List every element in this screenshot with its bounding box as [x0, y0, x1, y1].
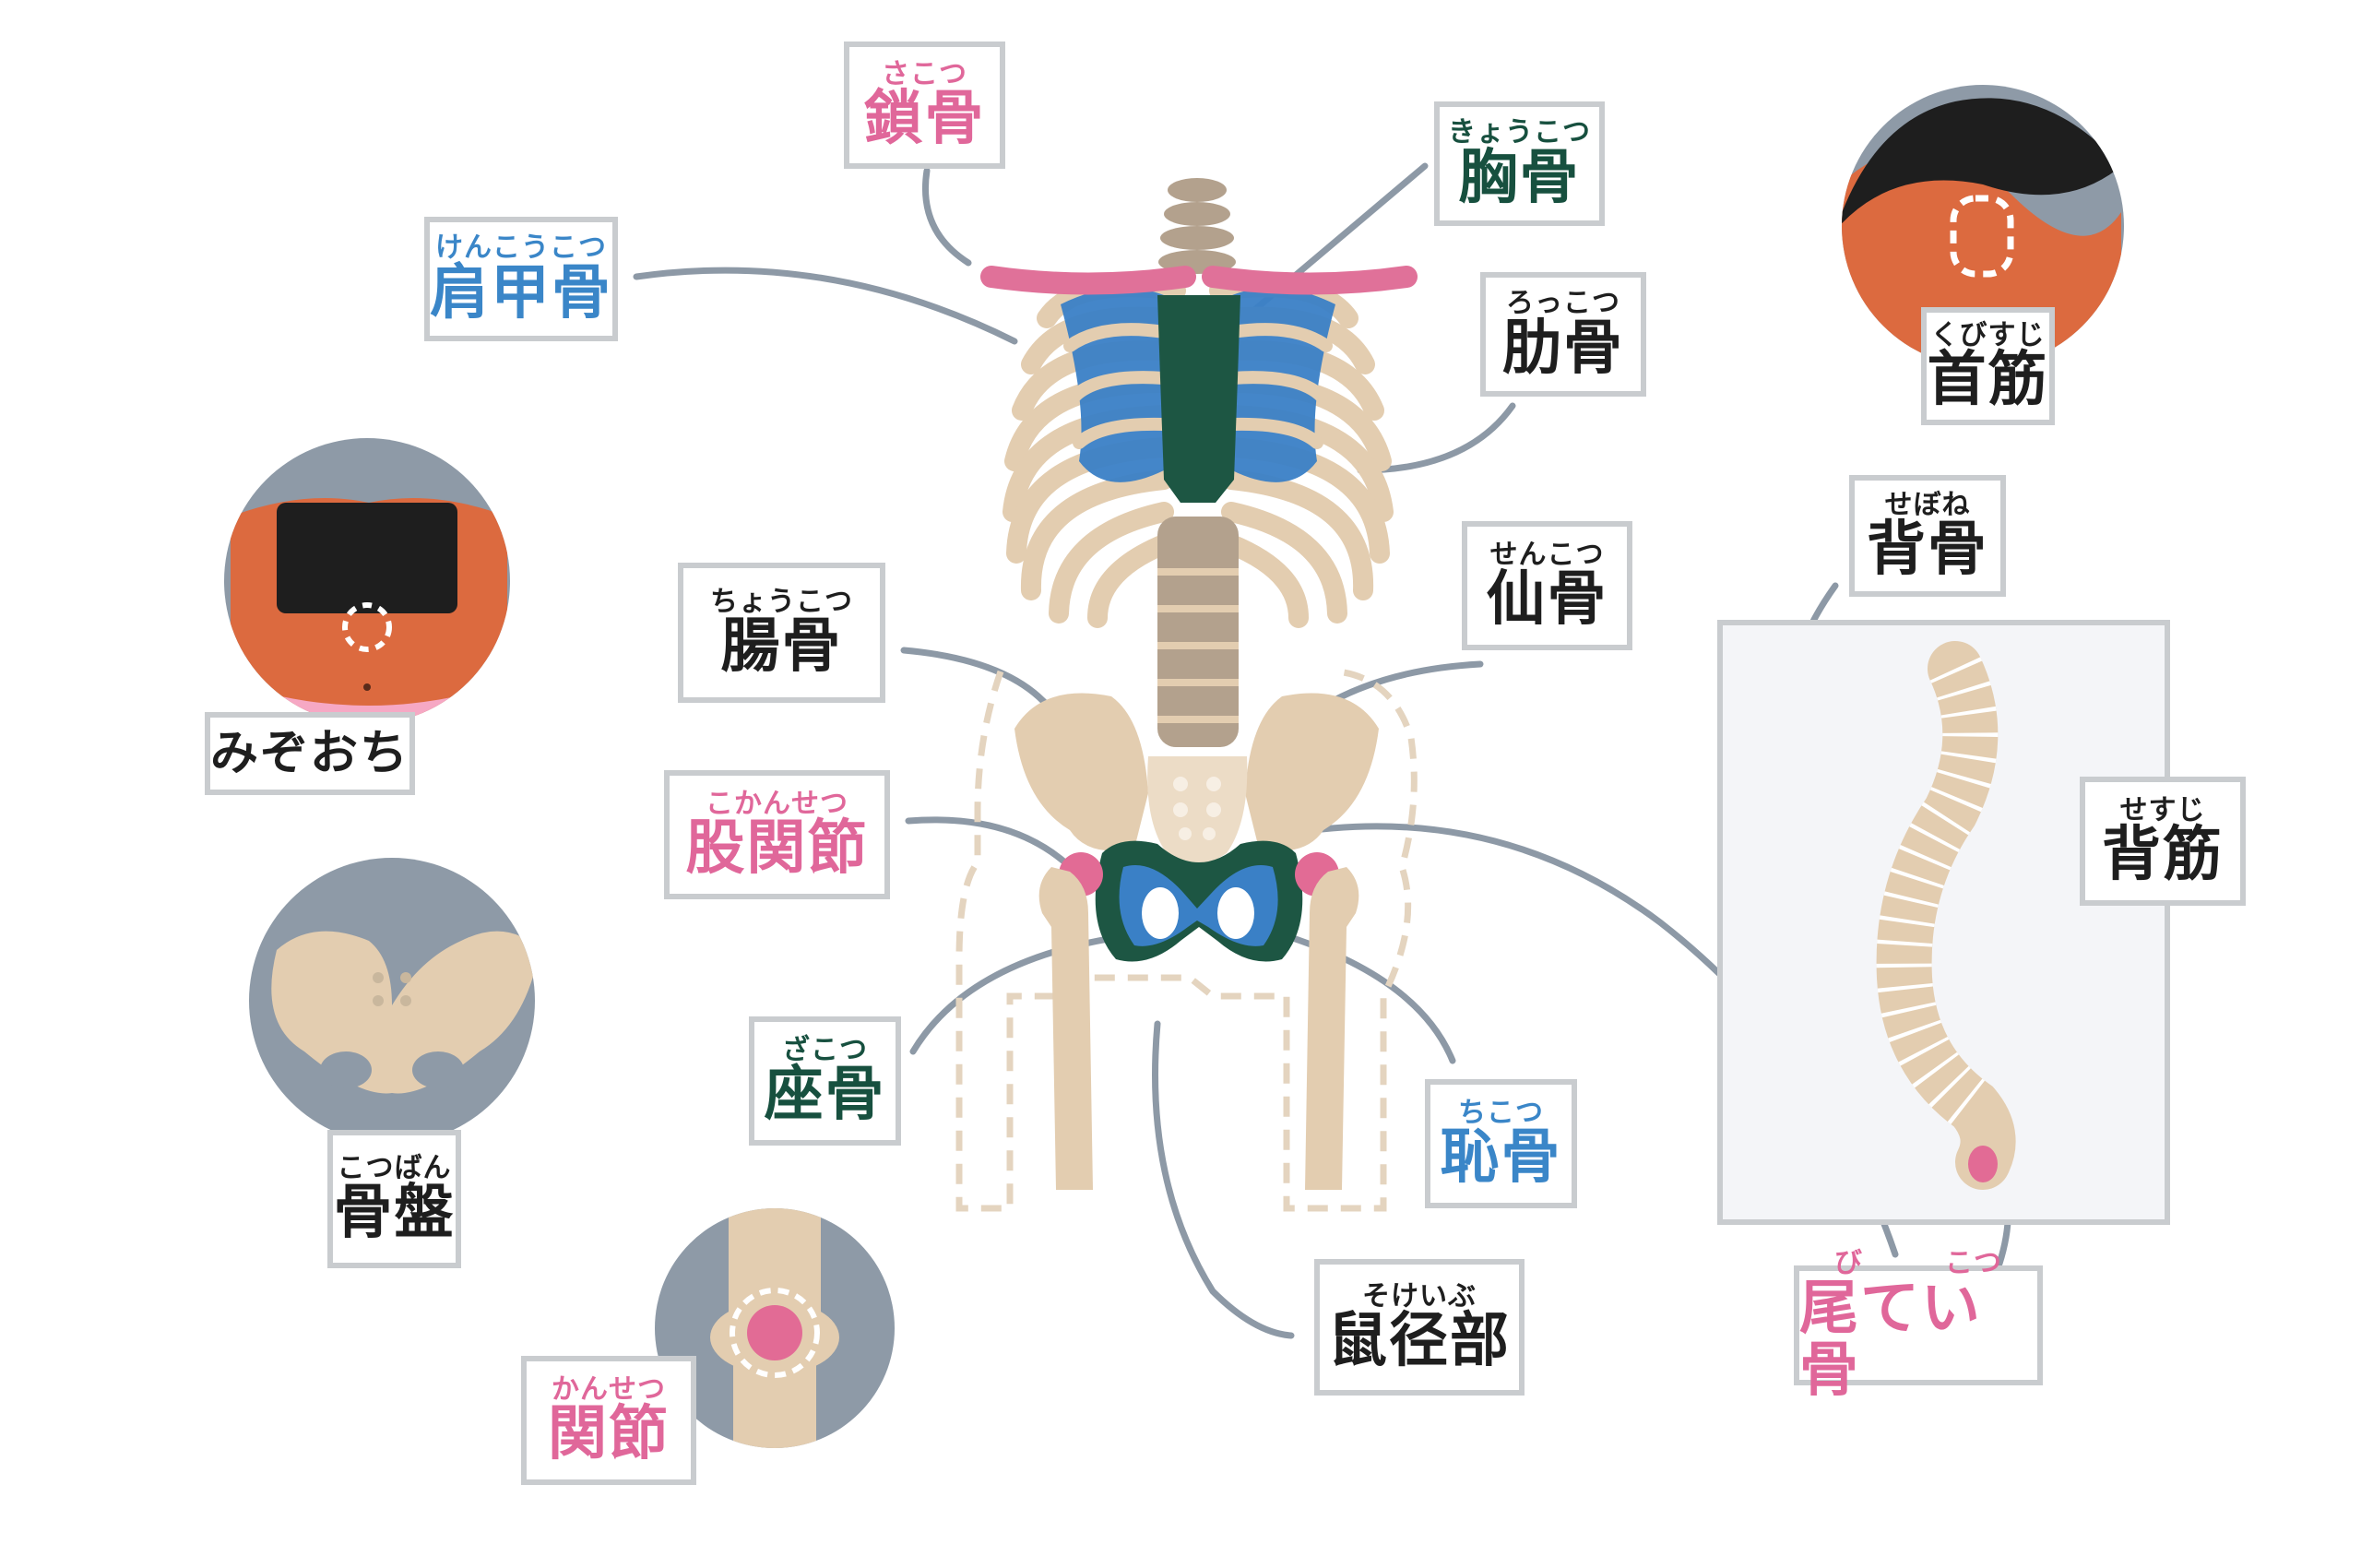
label-clavicle-kanji: 鎖骨 [864, 89, 986, 150]
lumbar-spine [1157, 517, 1239, 747]
cervical-vertebrae [1158, 178, 1236, 274]
label-groin-kanji: 鼠径部 [1328, 1311, 1511, 1372]
label-pelvis: こつばん 骨盤 [327, 1130, 461, 1268]
label-coccyx-ruby-row: び こつ [1799, 1249, 2037, 1278]
label-sternum: きょうこつ 胸骨 [1434, 101, 1605, 226]
inset-solar-plexus [221, 434, 516, 729]
label-spine: せぼね 背骨 [1849, 475, 2006, 597]
label-pelvis-kanji: 骨盤 [334, 1182, 456, 1244]
label-groin: そけいぶ 鼠径部 [1314, 1259, 1525, 1396]
label-scapula-kanji: 肩甲骨 [430, 263, 612, 325]
label-solar-plexus: みぞおち [205, 712, 415, 795]
label-solar-plexus-text: みぞおち [210, 729, 409, 779]
label-ilium-kanji: 腸骨 [721, 616, 843, 678]
side-coccyx-tip [1968, 1146, 1998, 1182]
spine-side-panel [1720, 623, 2167, 1222]
label-clavicle: さこつ 鎖骨 [844, 42, 1005, 169]
label-coccyx-ruby-1: び [1834, 1249, 1863, 1278]
label-back-muscle: せすじ 背筋 [2080, 777, 2246, 906]
label-hip-joint-kanji: 股関節 [686, 818, 869, 880]
label-hip-joint: こかんせつ 股関節 [664, 770, 890, 899]
label-coccyx-ruby-2: こつ [1945, 1249, 2002, 1278]
label-ilium: ちょうこつ 腸骨 [678, 563, 885, 703]
label-sternum-ruby: きょうこつ [1448, 118, 1591, 148]
label-nape: くびすじ 首筋 [1921, 307, 2055, 425]
label-scapula: けんこうこつ 肩甲骨 [424, 217, 618, 341]
label-nape-kanji: 首筋 [1928, 350, 2049, 411]
sternum [1157, 295, 1240, 503]
label-coccyx-kanji: 尾てい骨 [1799, 1278, 2037, 1402]
leader-clavicle [925, 171, 968, 263]
label-rib-ruby: ろっこつ [1506, 289, 1620, 318]
label-pubis-kanji: 恥骨 [1441, 1127, 1562, 1189]
label-rib-kanji: 肋骨 [1502, 318, 1624, 380]
label-scapula-ruby: けんこうこつ [435, 233, 607, 263]
clavicles [991, 277, 1406, 284]
label-coccyx: び こつ 尾てい骨 [1794, 1265, 2043, 1385]
label-joint-kanji: 関節 [548, 1404, 670, 1466]
label-ischium: ざこつ 座骨 [749, 1016, 901, 1146]
inset-pelvis [244, 853, 540, 1148]
label-sacrum-kanji: 仙骨 [1487, 569, 1608, 631]
label-sternum-kanji: 胸骨 [1459, 148, 1581, 209]
label-rib: ろっこつ 肋骨 [1480, 272, 1646, 397]
label-sacrum: せんこつ 仙骨 [1462, 521, 1632, 650]
label-ischium-kanji: 座骨 [765, 1064, 886, 1126]
label-pubis: ちこつ 恥骨 [1425, 1079, 1577, 1208]
label-spine-kanji: 背骨 [1867, 519, 1988, 581]
leader-groin [1156, 1024, 1292, 1336]
label-joint: かんせつ 関節 [521, 1356, 696, 1485]
leader-scapula [636, 270, 1014, 341]
label-back-muscle-kanji: 背筋 [2102, 825, 2224, 886]
